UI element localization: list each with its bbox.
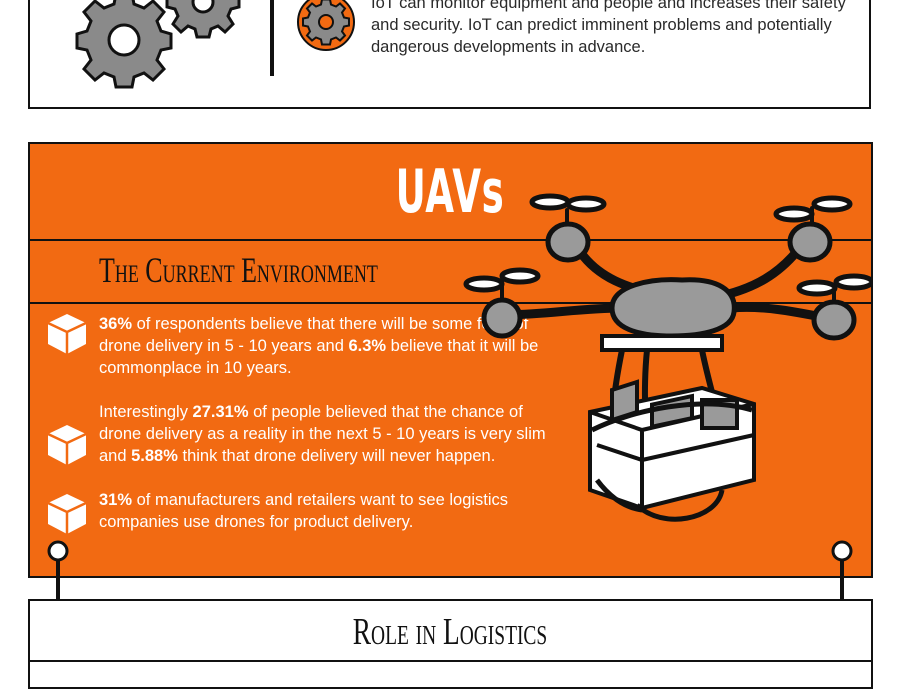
uav-title: UAVs bbox=[395, 157, 505, 227]
gear-circle-icon bbox=[297, 0, 355, 51]
drone-with-package-icon bbox=[463, 193, 872, 522]
heading-bottom-rule bbox=[28, 302, 873, 304]
box-icon bbox=[47, 494, 87, 534]
uav-panel bbox=[28, 142, 873, 578]
role-section bbox=[28, 599, 873, 689]
fact-paragraph: 31% of manufacturers and retailers want … bbox=[99, 489, 559, 533]
fact-text: of people believed that the chance of dr… bbox=[99, 403, 546, 465]
fact-text: of manufacturers and retailers want to s… bbox=[99, 491, 509, 531]
fact-statistic: 36% bbox=[99, 315, 133, 333]
box-icon bbox=[47, 314, 87, 354]
fact-paragraph: 36% of respondents believe that there wi… bbox=[99, 313, 569, 379]
box-icon bbox=[47, 425, 87, 465]
role-rule bbox=[28, 660, 873, 662]
fact-text: think that drone delivery will never hap… bbox=[177, 447, 496, 465]
fact-statistic: 31% bbox=[99, 491, 133, 509]
iot-section bbox=[28, 0, 871, 109]
fact-text: of respondents believe that there will b… bbox=[99, 315, 529, 355]
section-heading: The Current Environment bbox=[99, 250, 378, 290]
heading-top-rule bbox=[28, 239, 873, 241]
iot-divider bbox=[270, 0, 274, 76]
gears-icon bbox=[75, 0, 241, 89]
fact-paragraph: Interestingly 27.31% of people believed … bbox=[99, 401, 569, 467]
role-title: Role in Logistics bbox=[352, 611, 548, 653]
fact-statistic: 5.88% bbox=[131, 447, 178, 465]
iot-description: IoT can monitor equipment and people and… bbox=[371, 0, 846, 56]
fact-statistic: 27.31% bbox=[192, 403, 249, 421]
fact-statistic: 6.3% bbox=[348, 337, 387, 355]
fact-text: believe that it will be commonplace in 1… bbox=[99, 337, 539, 377]
fact-text: Interestingly bbox=[99, 403, 193, 421]
